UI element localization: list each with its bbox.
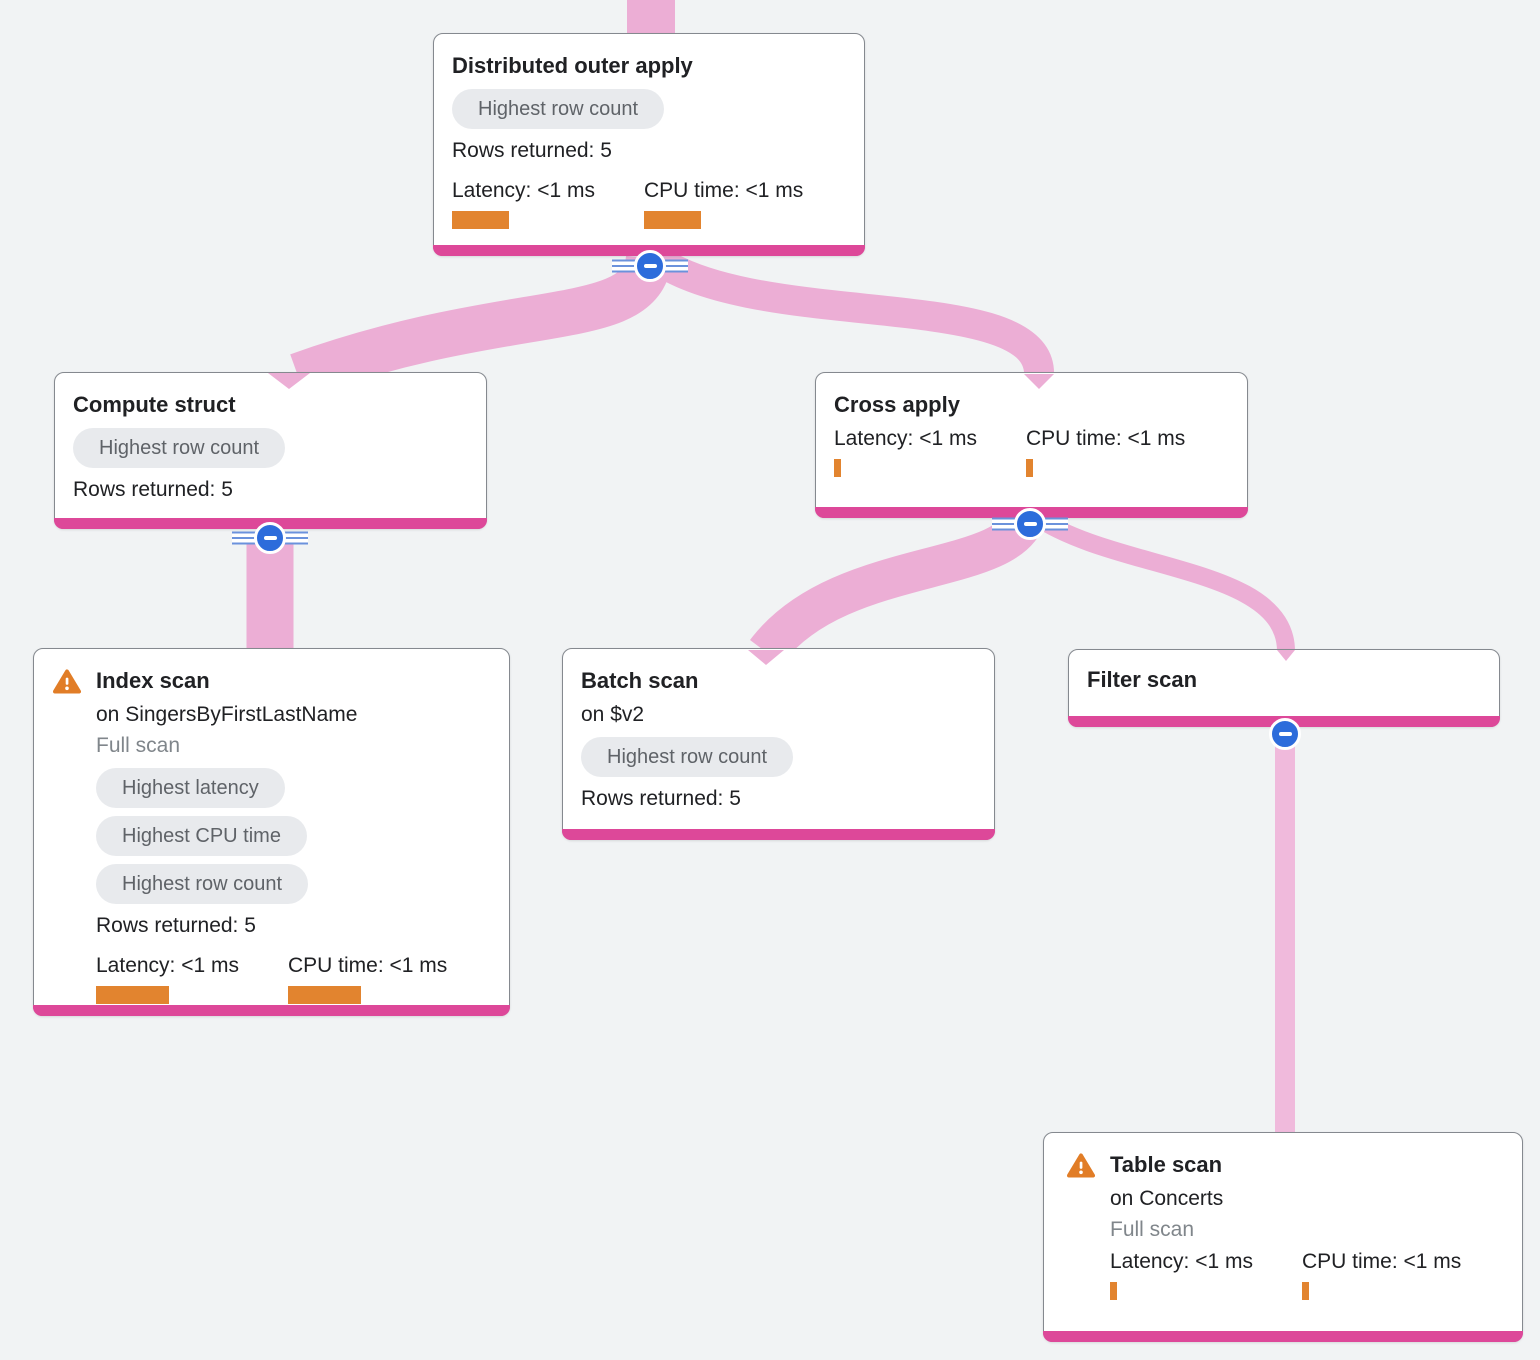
link-distributed-outer-apply-to-compute-struct xyxy=(290,254,672,398)
plan-node-batch-scan[interactable]: Batch scan on $v2 Highest row count Rows… xyxy=(562,648,995,840)
latency-label: Latency: <1 ms xyxy=(834,427,977,450)
badge-highest-latency: Highest latency xyxy=(96,768,285,808)
badge-highest-cpu-time: Highest CPU time xyxy=(96,816,307,856)
plan-node-index-scan[interactable]: Index scan on SingersByFirstLastName Ful… xyxy=(33,648,510,1016)
cpu-time-bar xyxy=(644,211,701,229)
cpu-time-bar xyxy=(1302,1282,1309,1300)
node-accent-bar xyxy=(562,829,995,840)
link-cross-apply-to-batch-scan xyxy=(750,507,1046,665)
cpu-time-label: CPU time: <1 ms xyxy=(644,179,804,202)
link-distributed-outer-apply-to-cross-apply xyxy=(646,245,1054,378)
plan-node-table-scan[interactable]: Table scan on Concerts Full scan Latency… xyxy=(1043,1132,1523,1342)
node-title: Compute struct xyxy=(73,392,236,417)
node-accent-bar xyxy=(1043,1331,1523,1342)
badge-highest-row-count: Highest row count xyxy=(581,737,794,777)
latency-bar xyxy=(452,211,509,229)
minus-icon xyxy=(1014,508,1046,540)
rows-returned-text: Rows returned: 5 xyxy=(96,914,256,937)
badge-highest-row-count: Highest row count xyxy=(73,428,286,468)
link-cross-apply-to-filter-scan xyxy=(1029,508,1296,653)
scan-target: on SingersByFirstLastName xyxy=(96,703,358,726)
cpu-time-label: CPU time: <1 ms xyxy=(1302,1250,1462,1273)
cpu-time-bar xyxy=(1026,459,1033,477)
scan-mode: Full scan xyxy=(1110,1218,1195,1241)
node-title: Table scan xyxy=(1110,1152,1223,1177)
cpu-time-bar xyxy=(288,986,361,1004)
cpu-time-label: CPU time: <1 ms xyxy=(288,954,448,977)
minus-icon xyxy=(1269,718,1301,750)
latency-label: Latency: <1 ms xyxy=(96,954,239,977)
node-title: Filter scan xyxy=(1087,667,1198,692)
plan-node-distributed-outer-apply[interactable]: Distributed outer apply Highest row coun… xyxy=(433,33,865,256)
plan-node-compute-struct[interactable]: Compute struct Highest row count Rows re… xyxy=(54,372,487,529)
node-title: Distributed outer apply xyxy=(452,53,693,78)
plan-node-cross-apply[interactable]: Cross apply Latency: <1 ms CPU time: <1 … xyxy=(815,372,1248,518)
collapse-button-compute-struct[interactable] xyxy=(232,522,308,554)
warning-icon xyxy=(53,669,81,694)
collapse-button-cross-apply[interactable] xyxy=(992,508,1068,540)
node-title: Cross apply xyxy=(834,392,960,417)
collapse-button-distributed-outer-apply[interactable] xyxy=(612,250,688,282)
warning-icon xyxy=(1067,1153,1095,1178)
rows-returned-text: Rows returned: 5 xyxy=(73,478,233,501)
badge-highest-row-count: Highest row count xyxy=(452,89,665,129)
scan-mode: Full scan xyxy=(96,734,181,757)
latency-bar xyxy=(834,459,841,477)
minus-icon xyxy=(634,250,666,282)
cpu-time-label: CPU time: <1 ms xyxy=(1026,427,1186,450)
node-title: Index scan xyxy=(96,668,210,693)
latency-label: Latency: <1 ms xyxy=(1110,1250,1253,1273)
plan-node-filter-scan[interactable]: Filter scan xyxy=(1068,649,1500,727)
latency-bar xyxy=(96,986,169,1004)
node-title: Batch scan xyxy=(581,668,699,693)
badge-highest-row-count: Highest row count xyxy=(96,864,309,904)
rows-returned-text: Rows returned: 5 xyxy=(452,139,612,162)
rows-returned-text: Rows returned: 5 xyxy=(581,787,741,810)
latency-label: Latency: <1 ms xyxy=(452,179,595,202)
minus-icon xyxy=(254,522,286,554)
latency-bar xyxy=(1110,1282,1117,1300)
scan-target: on $v2 xyxy=(581,703,645,726)
collapse-button-filter-scan[interactable] xyxy=(1269,718,1301,750)
node-accent-bar xyxy=(33,1005,510,1016)
scan-target: on Concerts xyxy=(1110,1187,1224,1210)
